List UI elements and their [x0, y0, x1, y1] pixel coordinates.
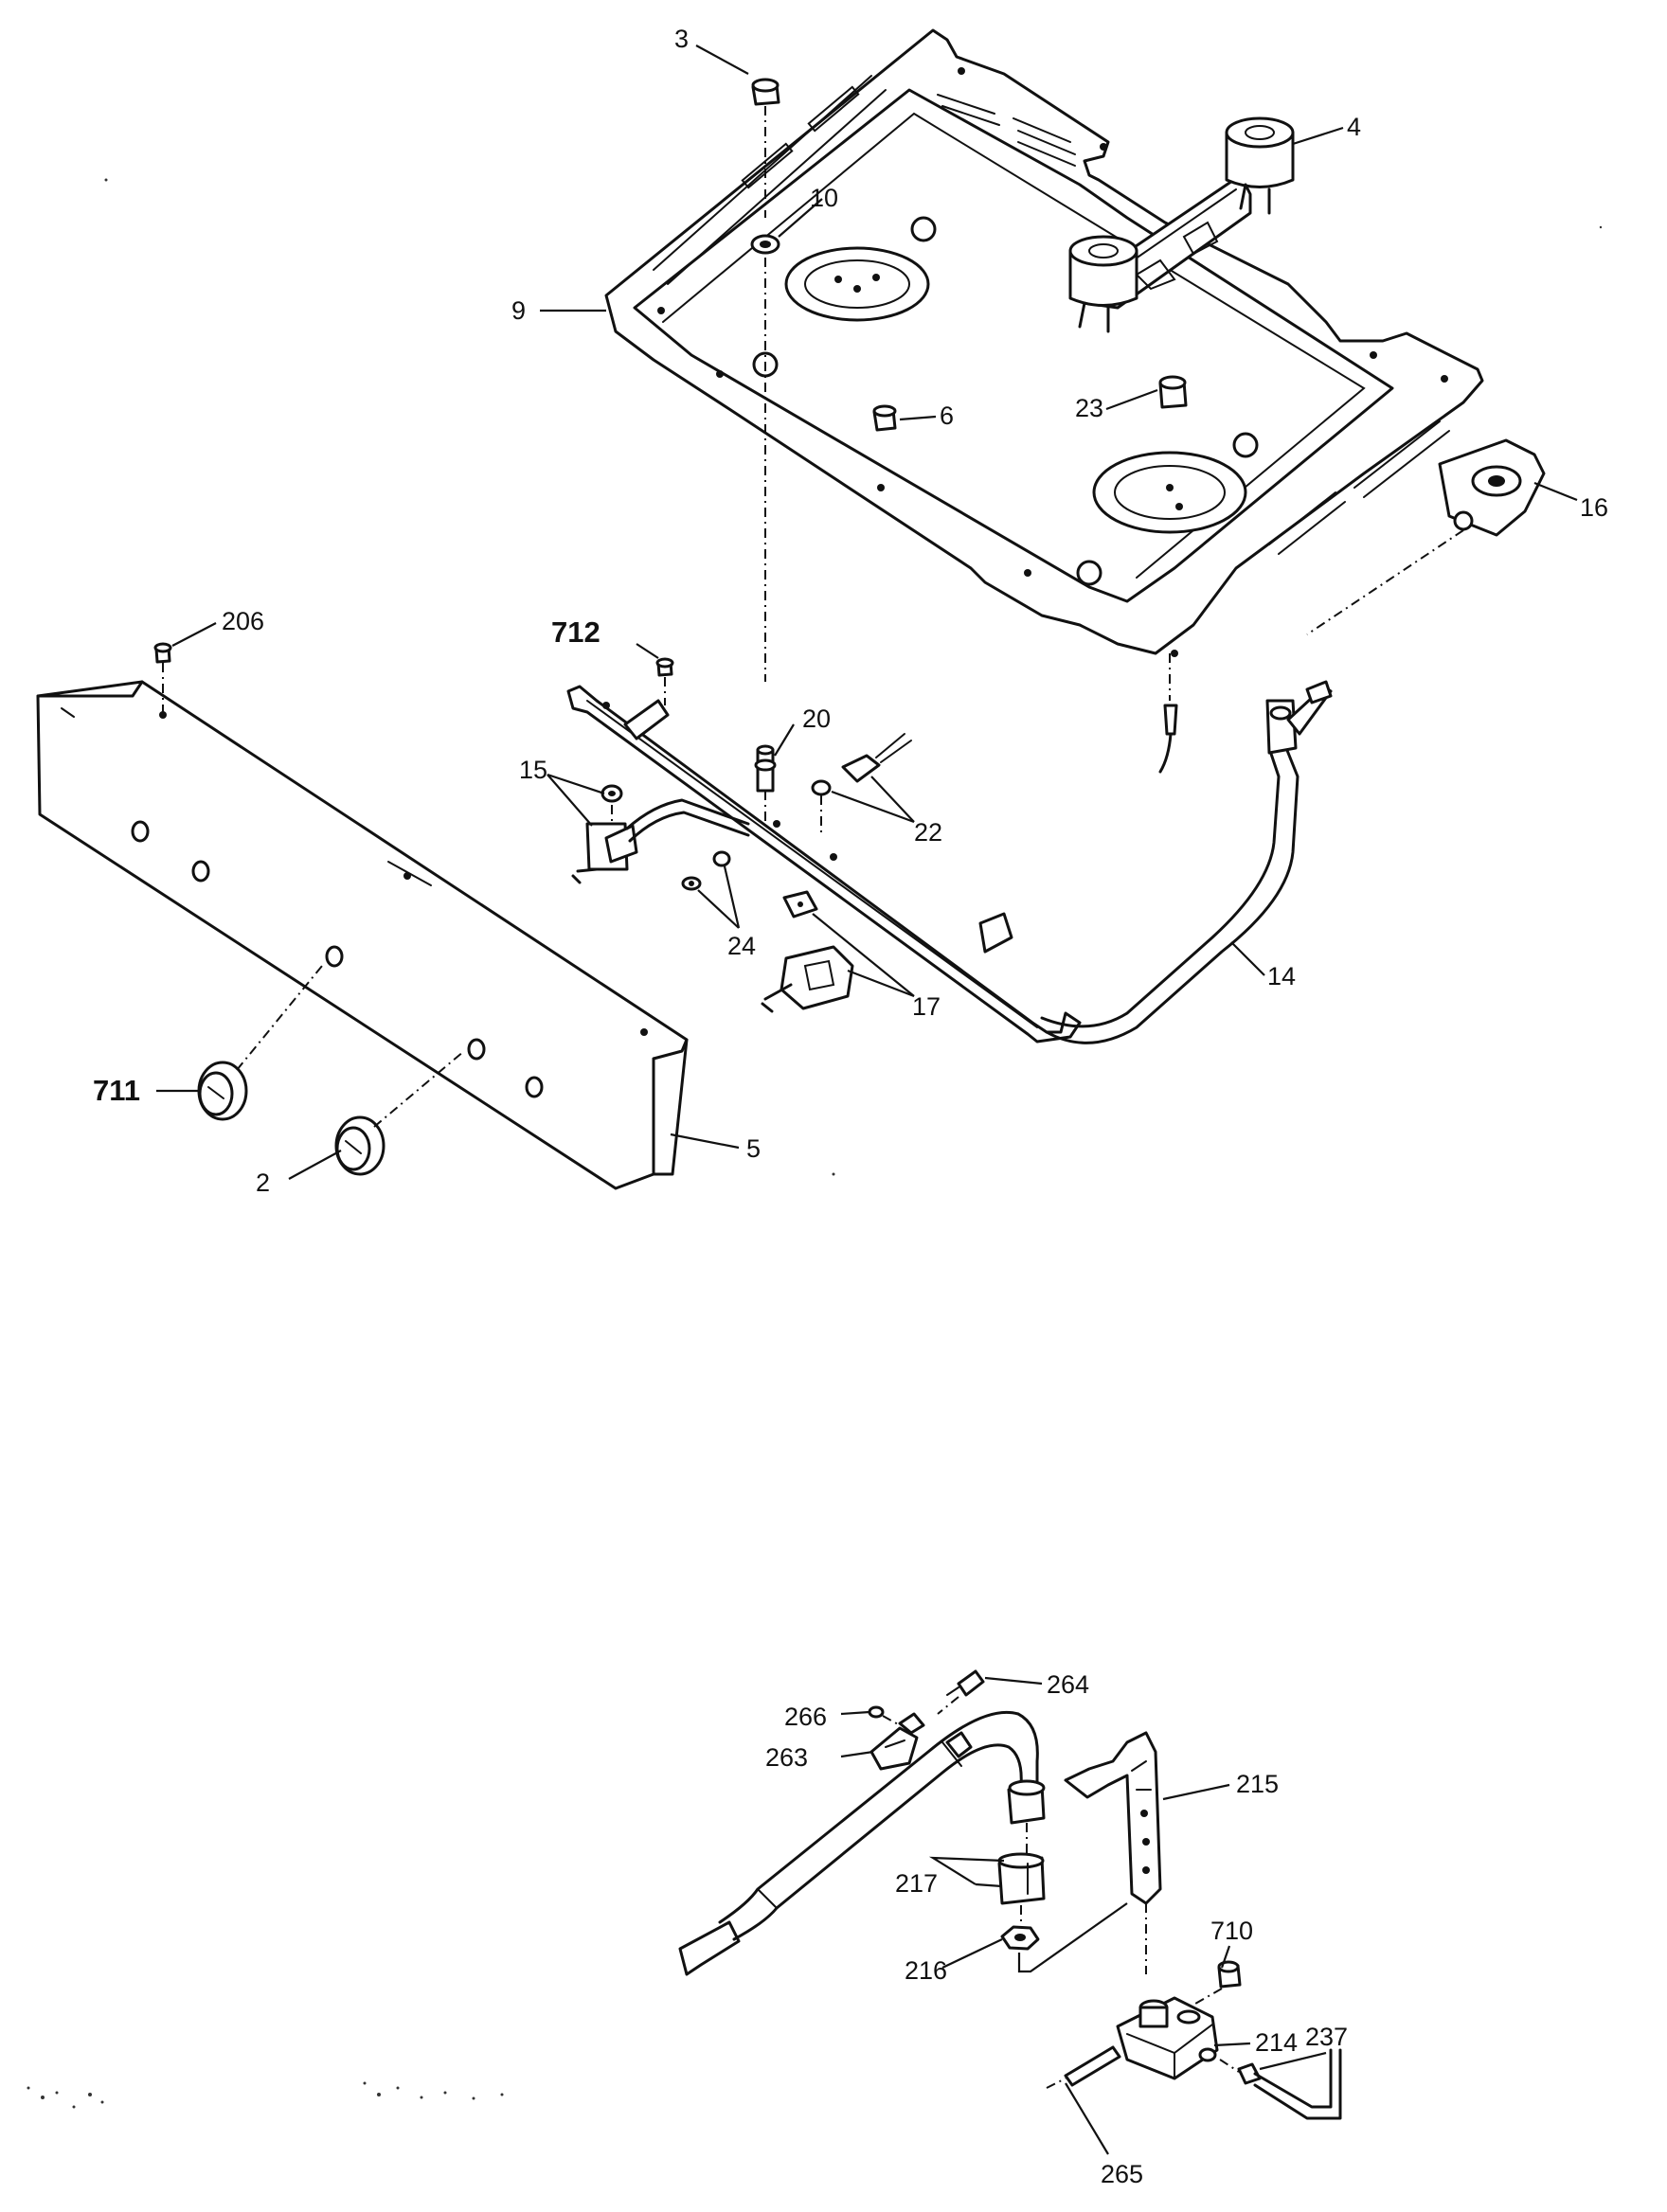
knob-part-2: [334, 1050, 465, 1176]
callout-206: 206: [222, 607, 264, 635]
callout-10: 10: [810, 184, 838, 212]
callout-15: 15: [519, 756, 547, 784]
burner-tube: [678, 1710, 1046, 1976]
callout-710: 710: [1210, 1917, 1253, 1945]
callout-16: 16: [1580, 493, 1608, 522]
callout-23: 23: [1075, 394, 1103, 422]
callout-3: 3: [674, 25, 689, 53]
callout-266: 266: [784, 1703, 827, 1731]
screw-part-6: [872, 404, 897, 432]
sleeve-part-217: [997, 1852, 1046, 1922]
tube-part-237: [1219, 2048, 1342, 2120]
callout-14: 14: [1267, 962, 1296, 990]
screw-part-24: [681, 850, 731, 891]
connector-part-264: [937, 1669, 985, 1715]
manifold-pipe-part-14: [566, 680, 1333, 1044]
screw-part-206: [153, 642, 172, 664]
callout-214: 214: [1255, 2028, 1298, 2057]
callout-17: 17: [912, 992, 941, 1021]
callout-712: 712: [551, 615, 600, 649]
ignitor-assembly-part-4: [1068, 116, 1295, 333]
cap-part-23: [1158, 375, 1188, 409]
valve-part-17: [761, 890, 854, 1013]
callout-711: 711: [93, 1074, 140, 1107]
scan-specks: [27, 178, 1603, 2109]
callout-6: 6: [940, 401, 954, 430]
callout-2: 2: [256, 1168, 270, 1197]
probe-wire: [1158, 653, 1178, 774]
callout-22: 22: [914, 818, 942, 847]
bracket-part-215: [1064, 1731, 1162, 1974]
bracket-part-16: [1306, 438, 1546, 635]
orifice-part-20: [754, 744, 777, 824]
grommet-part-10: [750, 234, 780, 682]
callout-217: 217: [895, 1869, 938, 1898]
nut-part-216: [1000, 1902, 1128, 1973]
callout-5: 5: [746, 1134, 761, 1163]
callout-263: 263: [765, 1743, 808, 1772]
fitting-part-22: [811, 733, 912, 833]
callout-9: 9: [511, 296, 526, 325]
screw-part-266: [868, 1705, 901, 1726]
callout-215: 215: [1236, 1770, 1279, 1798]
leader-lines: [156, 45, 1578, 2155]
control-panel-part-5: [36, 663, 689, 1190]
cap-part-710: [1188, 1960, 1242, 2008]
pilot-part-263: [869, 1712, 925, 1771]
callout-20: 20: [802, 705, 831, 733]
callout-4: 4: [1347, 113, 1361, 141]
stem-part-265: [1046, 2045, 1121, 2089]
valve-part-214: [1116, 1996, 1219, 2080]
callout-264: 264: [1047, 1670, 1089, 1699]
burner-box: [604, 28, 1484, 657]
callout-labels: 3 4 10 9 6 23 16 206 712 20 15 22 24 17 …: [93, 25, 1608, 2188]
callout-265: 265: [1101, 2160, 1143, 2188]
screw-part-3: [751, 78, 780, 218]
callout-237: 237: [1305, 2023, 1348, 2051]
knob-part-711: [197, 965, 323, 1121]
callout-24: 24: [727, 932, 756, 960]
callout-216: 216: [905, 1956, 947, 1985]
screw-part-712: [623, 657, 674, 740]
